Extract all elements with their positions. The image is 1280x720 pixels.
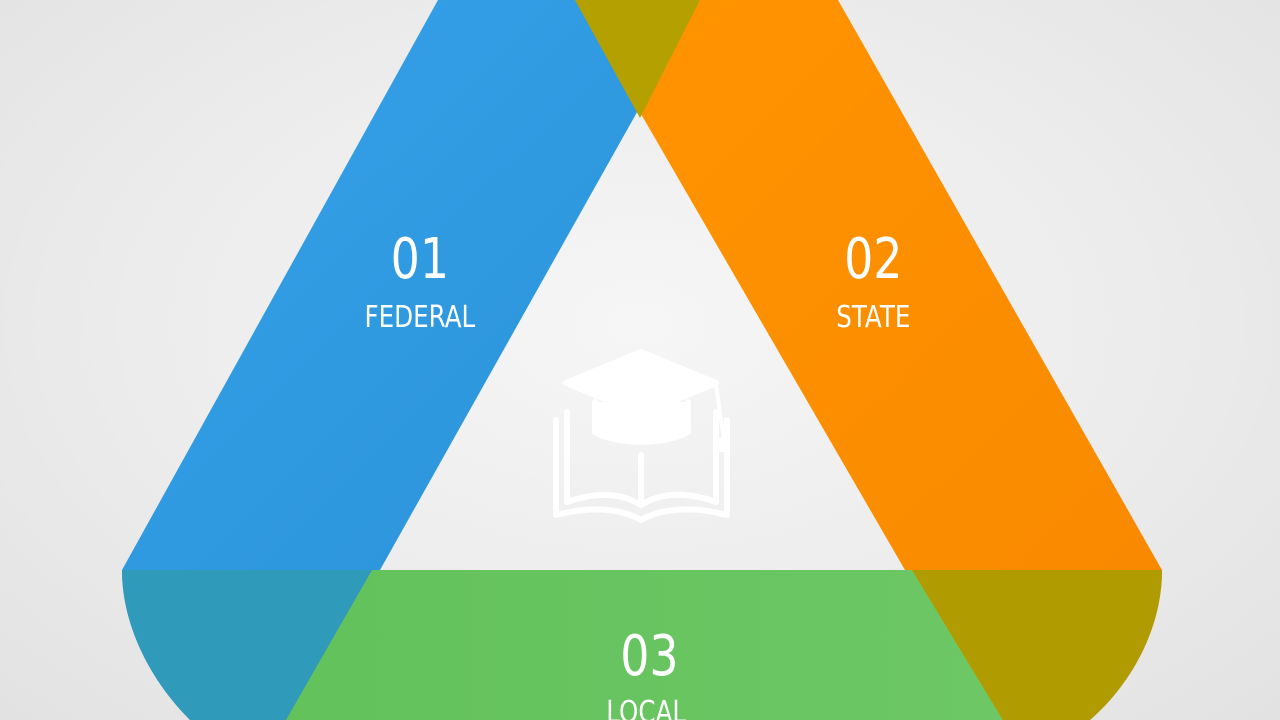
segment-state-band <box>575 0 1162 570</box>
segment-federal-label: FEDERAL <box>364 301 475 335</box>
segment-local-band <box>285 570 1003 720</box>
segment-local-label: LOCAL <box>606 696 687 720</box>
segment-local-number: 03 <box>620 624 678 690</box>
segment-federal-number: 01 <box>391 227 449 293</box>
graduation-cap-book-icon <box>553 349 730 523</box>
segment-federal-band <box>122 0 700 570</box>
segment-state-label: STATE <box>836 301 910 335</box>
segment-state-number: 02 <box>844 227 902 293</box>
overlap-bottom-right <box>912 570 1162 720</box>
overlap-top <box>575 0 700 118</box>
overlap-bottom-left <box>122 570 372 720</box>
